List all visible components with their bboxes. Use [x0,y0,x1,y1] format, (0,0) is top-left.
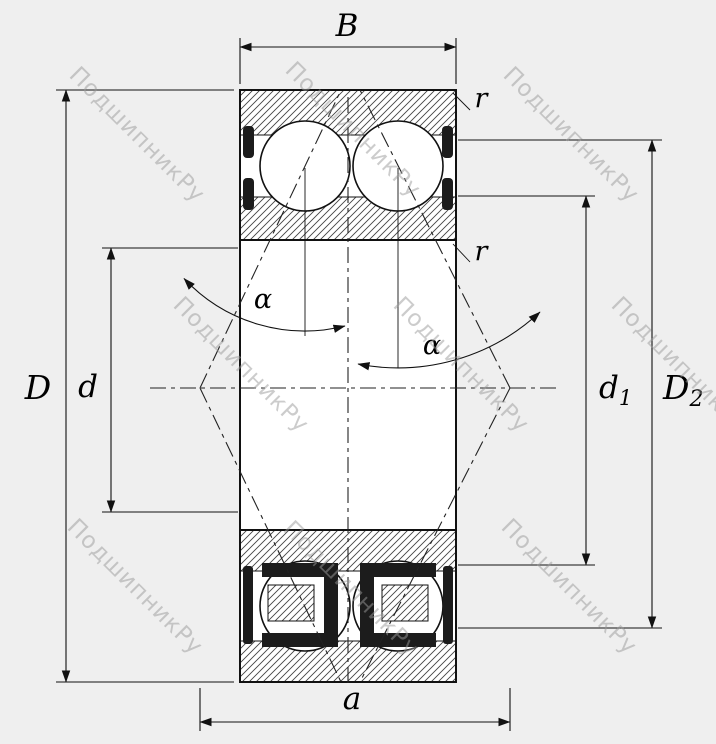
label-B: B [335,8,359,44]
label-a: a [343,681,361,717]
label-alpha-left: α [254,284,272,315]
seal-upper-right-bottom [442,178,453,210]
watermark-text: ПодшипникРу [64,62,210,208]
dimension-B: B [239,8,457,84]
watermark-text: ПодшипникРу [606,292,716,438]
seal-insert-right-hatch [381,584,429,622]
angle-arc-left [183,278,346,333]
label-D2-base: D [662,368,689,407]
centerlines [150,89,558,684]
angle-annotation-left: α [183,168,346,336]
label-d: d [78,369,98,405]
label-d1: d1 [599,370,632,410]
dimension-d1: d1 [458,195,632,566]
leader-r-inner [452,243,471,263]
label-d1-base: d [599,370,619,406]
contact-line-upper-left [199,89,342,389]
label-r-inner: r [475,236,490,267]
label-D: D [24,368,51,407]
seal-lower-left-bracket [262,563,338,647]
seal-lower-right-edge [443,566,453,644]
contact-line-lower-right [359,387,511,683]
watermark-text: ПодшипникРу [496,514,642,660]
angle-arc-right [357,311,541,371]
dimension-D: D [24,89,234,683]
contact-line-lower-left [199,387,342,683]
label-r-top: r [475,83,490,114]
angle-annotation-right: α [357,168,541,371]
seal-lower-left-edge [243,566,253,644]
radius-label-top: r [452,83,490,114]
label-d1-sub: 1 [619,386,632,410]
dimension-a: a [199,681,511,731]
seal-upper-right-top [442,126,453,158]
dimension-d: d [78,247,238,513]
watermark-text: ПодшипникРу [498,62,644,208]
seal-lower-right-bracket [360,563,436,647]
dimension-D2: D2 [458,139,703,629]
radius-label-inner: r [452,236,490,267]
seal-upper-left-top [243,126,254,158]
leader-r-top [452,92,471,111]
watermark-text: ПодшипникРу [62,514,208,660]
label-D2-sub: 2 [688,387,703,412]
contact-line-upper-right [359,89,511,389]
seal-insert-left-hatch [267,584,315,622]
label-alpha-right: α [423,330,441,361]
label-D2: D2 [662,368,703,412]
seal-upper-left-bottom [243,178,254,210]
